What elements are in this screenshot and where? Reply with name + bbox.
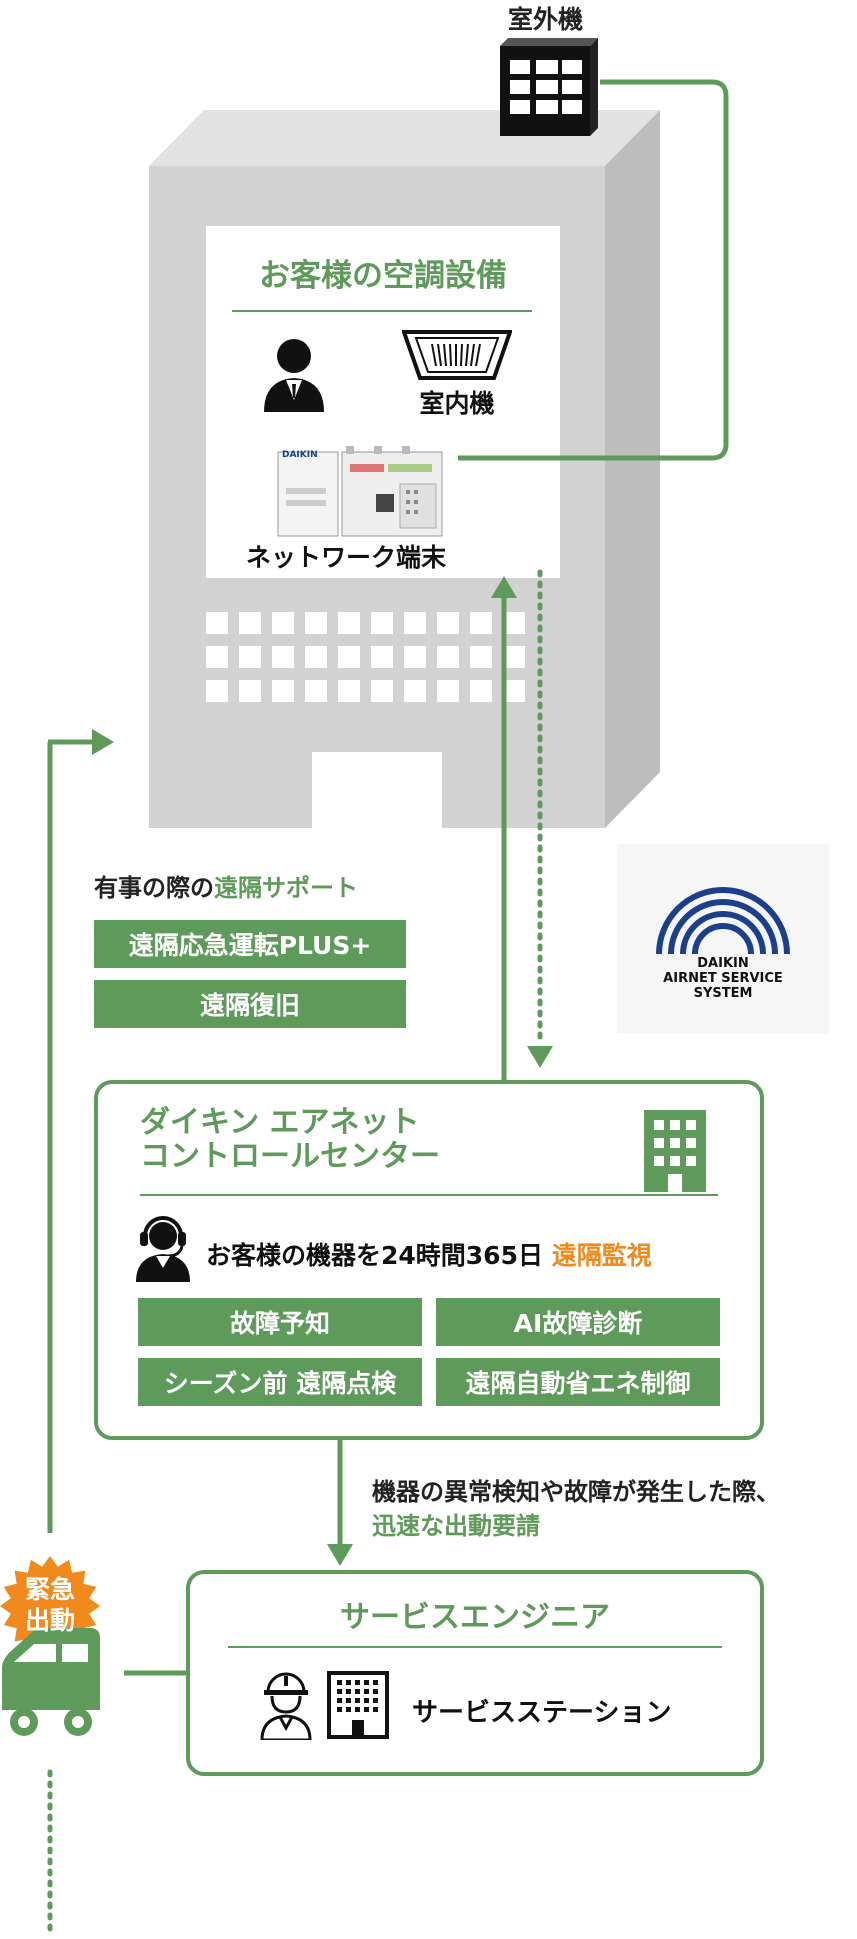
building-window <box>305 646 327 668</box>
building-window <box>239 612 261 634</box>
building-window <box>272 680 294 702</box>
building-window <box>503 646 525 668</box>
monitoring-statement: お客様の機器を24時間365日 遠隔監視 <box>206 1236 652 1272</box>
building-window <box>305 680 327 702</box>
indoor-unit-label: 室内機 <box>419 389 495 418</box>
building-window <box>338 612 360 634</box>
emergency-badge-line-2: 出動 <box>24 1606 75 1635</box>
service-car-icon <box>2 1628 100 1736</box>
building-windows <box>206 612 525 702</box>
network-terminal-label: ネットワーク端末 <box>246 543 447 572</box>
building-window <box>272 646 294 668</box>
airnet-logo-arcs-icon <box>656 887 790 954</box>
airnet-logo: DAIKIN AIRNET SERVICE SYSTEM <box>617 844 829 1034</box>
building-window <box>338 680 360 702</box>
station-window <box>337 1698 342 1703</box>
building-window <box>206 680 228 702</box>
building-window <box>470 680 492 702</box>
indoor-unit-icon <box>402 330 512 380</box>
dispatch-note-line-1: 機器の異常検知や故障が発生した際、 <box>372 1478 780 1506</box>
building-window <box>239 646 261 668</box>
service-station-label: サービスステーション <box>412 1698 672 1728</box>
remote-support-heading-highlight: 遠隔サポート <box>214 874 358 902</box>
terminal-brand-text: DAIKIN <box>282 450 318 460</box>
station-window <box>346 1689 351 1694</box>
emergency-badge-line-1: 緊急 <box>24 1575 75 1604</box>
remote-emergency-operation-button[interactable]: 遠隔応急運転PLUS+ <box>94 920 406 968</box>
data-up-arrowhead <box>491 576 517 598</box>
building-window <box>206 612 228 634</box>
building-window <box>470 646 492 668</box>
building-window <box>371 612 393 634</box>
station-window <box>364 1680 369 1685</box>
station-window <box>355 1689 360 1694</box>
building-window <box>503 680 525 702</box>
station-window <box>373 1707 378 1712</box>
airnet-logo-line-1: DAIKIN <box>697 956 749 971</box>
building-window <box>404 646 426 668</box>
station-window <box>373 1698 378 1703</box>
building-window <box>437 646 459 668</box>
refrigerant-line <box>458 79 729 461</box>
operator-headset-icon <box>136 1216 190 1282</box>
building-window <box>470 612 492 634</box>
pre-season-inspection-button[interactable]: シーズン前 遠隔点検 <box>138 1358 422 1406</box>
outdoor-unit-icon <box>500 38 598 136</box>
building-window <box>503 612 525 634</box>
network-terminal-device-image <box>277 446 443 537</box>
building-window <box>338 646 360 668</box>
building-window <box>305 612 327 634</box>
airnet-logo-line-3: SYSTEM <box>693 986 753 1001</box>
station-window <box>355 1698 360 1703</box>
station-window <box>346 1680 351 1685</box>
monitoring-statement-highlight: 遠隔監視 <box>551 1241 652 1270</box>
service-engineer-divider <box>228 1646 722 1648</box>
station-window <box>337 1707 342 1712</box>
monitoring-statement-prefix: お客様の機器を24時間365日 <box>206 1241 552 1270</box>
monitor-down-arrowhead <box>527 1046 553 1068</box>
station-window <box>373 1689 378 1694</box>
ai-diagnosis-button[interactable]: AI故障診断 <box>436 1298 720 1346</box>
outdoor-unit-label: 室外機 <box>508 5 584 34</box>
control-center-title-line-1: ダイキン エアネット <box>140 1105 420 1140</box>
remote-support-heading: 有事の際の遠隔サポート <box>94 868 358 903</box>
building-side <box>605 110 660 828</box>
station-window <box>355 1680 360 1685</box>
station-window <box>355 1707 360 1712</box>
dispatch-arrowhead <box>327 1544 353 1566</box>
service-engineer-title: サービスエンジニア <box>340 1600 610 1635</box>
control-center-title-line-2: コントロールセンター <box>140 1139 440 1174</box>
facility-title-divider <box>232 310 532 312</box>
building-window <box>371 646 393 668</box>
control-center-building-icon <box>644 1110 706 1192</box>
station-window <box>364 1689 369 1694</box>
engineer-helmet-icon <box>260 1672 312 1740</box>
station-window <box>346 1698 351 1703</box>
station-window <box>337 1680 342 1685</box>
facility-title: お客様の空調設備 <box>259 258 507 294</box>
control-center-divider <box>140 1194 718 1196</box>
remote-recovery-button[interactable]: 遠隔復旧 <box>94 980 406 1028</box>
building-window <box>437 680 459 702</box>
energy-saving-control-button[interactable]: 遠隔自動省エネ制御 <box>436 1358 720 1406</box>
building-window <box>206 646 228 668</box>
building-window <box>272 612 294 634</box>
station-window <box>373 1680 378 1685</box>
station-window <box>337 1689 342 1694</box>
remote-support-heading-prefix: 有事の際の <box>94 874 214 902</box>
service-station-building-icon <box>327 1671 389 1739</box>
building-window <box>404 680 426 702</box>
building-window <box>404 612 426 634</box>
customer-person-icon <box>264 339 324 412</box>
building-window <box>437 612 459 634</box>
station-window <box>364 1707 369 1712</box>
station-window <box>364 1698 369 1703</box>
building-window <box>239 680 261 702</box>
station-window <box>346 1707 351 1712</box>
failure-prediction-button[interactable]: 故障予知 <box>138 1298 422 1346</box>
building-window <box>371 680 393 702</box>
emergency-return-arrowhead <box>92 729 114 755</box>
airnet-logo-line-2: AIRNET SERVICE <box>663 971 783 986</box>
dispatch-note-line-2: 迅速な出動要請 <box>372 1512 540 1540</box>
